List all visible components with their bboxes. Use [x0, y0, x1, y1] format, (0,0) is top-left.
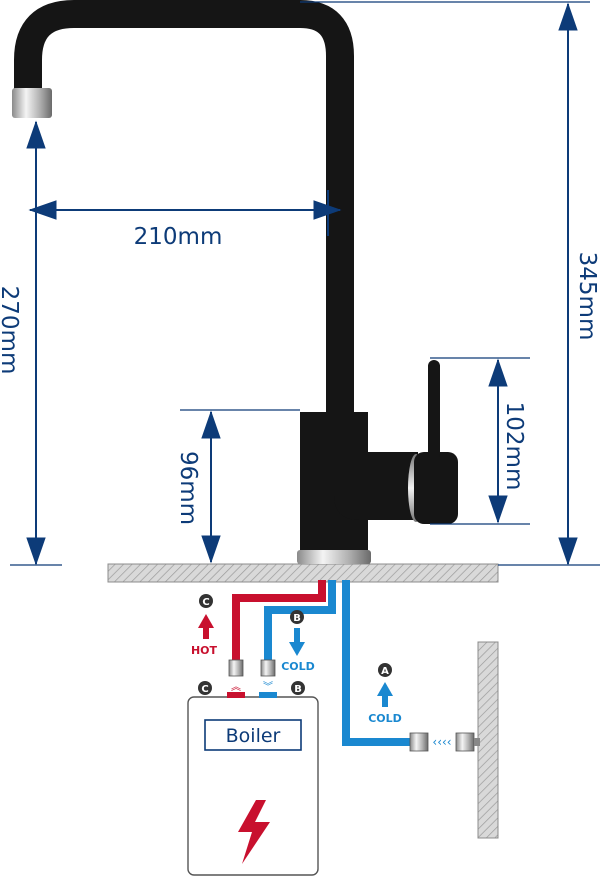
badge-c-top — [199, 594, 213, 608]
badge-c-top-label: C — [202, 597, 209, 608]
wall-valve — [455, 732, 475, 752]
boiler: C B Boiler — [187, 681, 319, 876]
badge-a-label: A — [381, 666, 389, 677]
cold-b-connector — [260, 659, 276, 677]
reach-label: 210mm — [134, 224, 223, 250]
hot-up-arrow-icon — [198, 614, 214, 639]
dimension-reach — [28, 190, 342, 236]
hot-hose — [232, 580, 326, 660]
badge-b-boiler — [291, 681, 305, 695]
badge-c-boiler — [198, 681, 212, 695]
supply-hoses — [232, 580, 412, 746]
badge-b-top-label: B — [293, 613, 301, 624]
hot-label: HOT — [191, 644, 218, 657]
base-chrome-ring — [297, 550, 371, 564]
cold-a-connector — [409, 732, 429, 752]
boiler-hot-port — [227, 692, 245, 698]
badge-b-top — [290, 610, 304, 624]
lever-cap — [414, 452, 458, 524]
dimension-total-height — [300, 1, 600, 566]
body-height-label: 96mm — [175, 451, 201, 525]
cold-hose-a — [342, 580, 412, 746]
badge-b-boiler-label: B — [294, 684, 302, 695]
cold-hose-b — [264, 580, 336, 660]
total-height-label: 345mm — [574, 252, 600, 341]
badge-c-boiler-label: C — [201, 684, 208, 695]
dimension-spout-height — [10, 120, 62, 566]
cold-down-arrow-icon — [289, 628, 305, 656]
boiler-cold-port — [259, 692, 277, 698]
spout-height-label: 270mm — [0, 286, 22, 375]
faucet — [12, 0, 458, 564]
lightning-bolt-icon — [238, 800, 270, 864]
cold-b-label: COLD — [281, 660, 315, 673]
badge-a — [378, 663, 392, 677]
countertop — [107, 563, 499, 583]
hot-connector — [228, 659, 244, 677]
cold-up-arrow-icon — [377, 682, 393, 707]
faucet-spout — [14, 0, 354, 430]
wall — [477, 641, 499, 839]
cold-flow-chevrons: ︾ — [263, 681, 273, 693]
faucet-lever-hub — [334, 452, 418, 520]
spout-aerator — [12, 88, 52, 118]
wall-flow-chevrons: ‹‹‹‹ — [432, 735, 451, 749]
boiler-label: Boiler — [226, 725, 281, 747]
dimension-lever-height — [430, 357, 530, 525]
wall-valve-stem — [474, 738, 480, 746]
boiler-label-box — [204, 719, 302, 751]
lever-height-label: 102mm — [501, 402, 527, 491]
hot-flow-chevrons: ︽ — [231, 682, 241, 693]
cold-a-label: COLD — [368, 712, 402, 725]
faucet-lever — [428, 360, 440, 460]
dimension-body-height — [180, 409, 300, 564]
